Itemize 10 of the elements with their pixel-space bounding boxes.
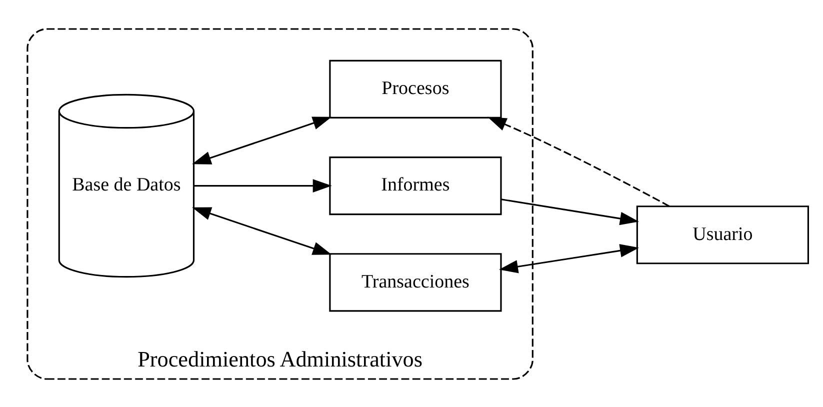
arrow <box>194 178 332 192</box>
arrow <box>487 116 670 206</box>
node-box: Usuario <box>636 205 809 264</box>
node-box: Procesos <box>329 59 502 118</box>
arrow <box>498 244 640 273</box>
arrow <box>192 206 332 254</box>
node-box: Informes <box>329 156 502 215</box>
arrow <box>192 116 332 164</box>
node-box: Transacciones <box>329 252 502 312</box>
arrow <box>501 198 640 225</box>
